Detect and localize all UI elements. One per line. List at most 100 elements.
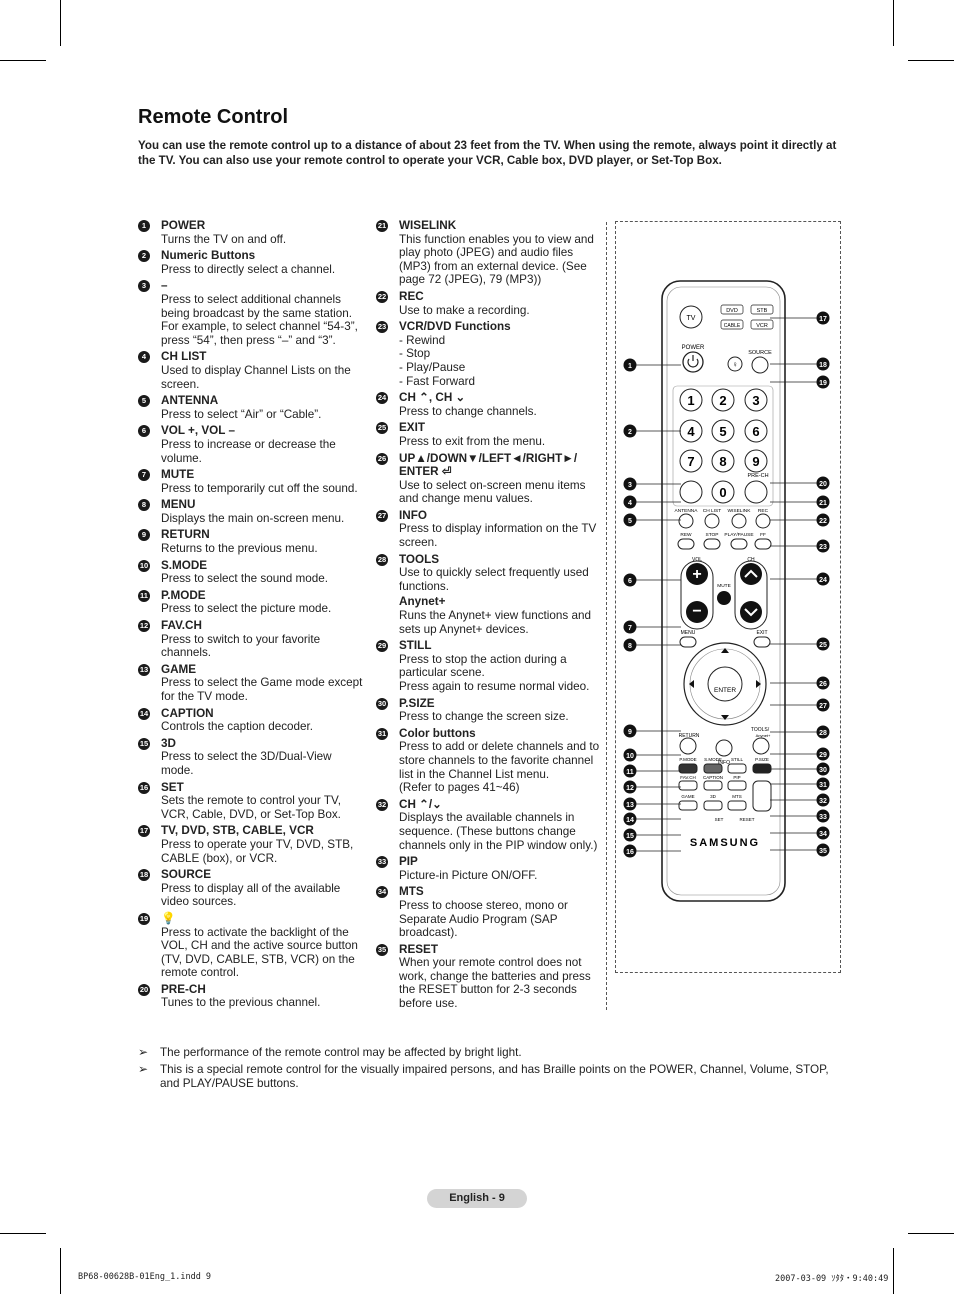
callout-marker-number: 31 xyxy=(819,782,827,789)
svg-text:−: − xyxy=(692,603,701,620)
enter-button xyxy=(707,666,743,702)
crop-mark xyxy=(0,60,46,61)
callout-marker xyxy=(623,764,637,778)
callout-marker-number: 2 xyxy=(628,429,632,436)
legend-item-title: INFO xyxy=(399,508,427,522)
crop-mark xyxy=(60,1248,61,1294)
callout-marker-number: 6 xyxy=(628,578,632,585)
pip-label: PIP xyxy=(733,775,740,780)
note-item: ➢ This is a special remote control for th… xyxy=(138,1062,838,1091)
callout-marker xyxy=(623,358,637,372)
legend-item-desc: Press to change the screen size. xyxy=(399,710,569,724)
callout-number: 2 xyxy=(138,250,150,263)
ff-label: FF xyxy=(760,532,766,538)
callout-marker xyxy=(816,311,830,325)
svg-text:+: + xyxy=(692,566,701,583)
chlist-label: CH LIST xyxy=(703,508,721,514)
page-title: Remote Control xyxy=(138,106,288,128)
legend-item-title: 3D xyxy=(161,736,176,750)
legend-item-title: EXIT xyxy=(399,421,425,435)
callout-marker xyxy=(816,513,830,527)
reset-label: RESET xyxy=(739,817,754,822)
remote-figure-frame xyxy=(615,221,841,973)
callout-number: 21 xyxy=(376,220,388,232)
callout-number: 25 xyxy=(376,422,388,435)
svg-text:♀: ♀ xyxy=(732,360,738,369)
legend-item-title: RESET xyxy=(399,942,438,956)
legend-item-title: 💡 xyxy=(161,911,176,925)
rec-label: REC xyxy=(758,508,769,514)
callout-marker-number: 19 xyxy=(819,380,827,387)
callout-number: 17 xyxy=(138,825,150,838)
digit-label: 5 xyxy=(719,424,726,439)
callout-marker-number: 13 xyxy=(626,802,634,809)
callout-marker-number: 4 xyxy=(628,500,632,507)
psize-label: P.SIZE xyxy=(755,757,769,762)
callout-number: 6 xyxy=(138,425,150,438)
legend-item-desc: Press to add or delete channels and to s… xyxy=(399,740,600,795)
callout-number: 27 xyxy=(376,509,388,522)
callout-marker-number: 34 xyxy=(819,831,827,838)
tools-label: TOOLS/ xyxy=(751,727,770,733)
callout-marker-number: 1 xyxy=(628,363,632,370)
digit-button xyxy=(711,419,735,443)
callout-number: 29 xyxy=(376,640,388,653)
legend-item-desc: Displays the available channels in seque… xyxy=(399,811,598,852)
legend-item-title: SOURCE xyxy=(161,868,212,882)
callout-marker xyxy=(816,843,830,857)
legend-item-desc: Press to activate the backlight of the V… xyxy=(161,925,358,980)
note-text: This is a special remote control for the… xyxy=(160,1063,829,1090)
wiselink-label: WISELINK xyxy=(728,508,752,514)
antenna-label: ANTENNA xyxy=(675,508,699,514)
digit-button xyxy=(679,388,703,412)
set-label: SET xyxy=(715,817,724,822)
callout-number: 3 xyxy=(138,280,150,293)
callout-marker xyxy=(816,777,830,791)
stb-button: STB xyxy=(757,308,768,314)
legend-item-title: WISELINK xyxy=(399,219,457,232)
callout-marker xyxy=(816,676,830,690)
digit-button xyxy=(679,449,703,473)
3d-label: 3D xyxy=(710,794,717,799)
legend-item-title: CH ⌃, CH ⌄ xyxy=(399,391,466,405)
callout-number: 24 xyxy=(376,392,388,405)
vol-label: VOL xyxy=(692,557,702,563)
exit-button xyxy=(753,636,771,648)
callout-marker-number: 20 xyxy=(819,481,827,488)
vol-up-button xyxy=(686,563,708,585)
return-button xyxy=(679,737,697,755)
callout-marker xyxy=(623,748,637,762)
mute-button xyxy=(717,591,731,605)
caption-label: CAPTION xyxy=(703,775,723,780)
arrow-icon: ➢ xyxy=(138,1062,149,1076)
remote-button xyxy=(744,480,768,504)
callout-marker xyxy=(623,724,637,738)
brand-logo: SAMSUNG xyxy=(690,837,760,849)
remote-button xyxy=(679,480,703,504)
digit-label: 7 xyxy=(687,454,694,469)
legend-item: 19 💡Press to activate the backlight of th… xyxy=(138,912,364,980)
callout-number: 7 xyxy=(138,469,150,482)
mute-label: MUTE xyxy=(717,583,731,589)
crop-mark xyxy=(908,60,954,61)
legend-item-desc: Use to quickly select frequently used fu… xyxy=(399,566,589,593)
callout-marker-number: 14 xyxy=(626,817,634,824)
note-item: ➢The performance of the remote control m… xyxy=(138,1045,838,1060)
callout-number: 14 xyxy=(138,707,150,720)
legend-item-desc: Press to temporarily cut off the sound. xyxy=(161,481,358,495)
callout-number: 19 xyxy=(138,912,150,925)
